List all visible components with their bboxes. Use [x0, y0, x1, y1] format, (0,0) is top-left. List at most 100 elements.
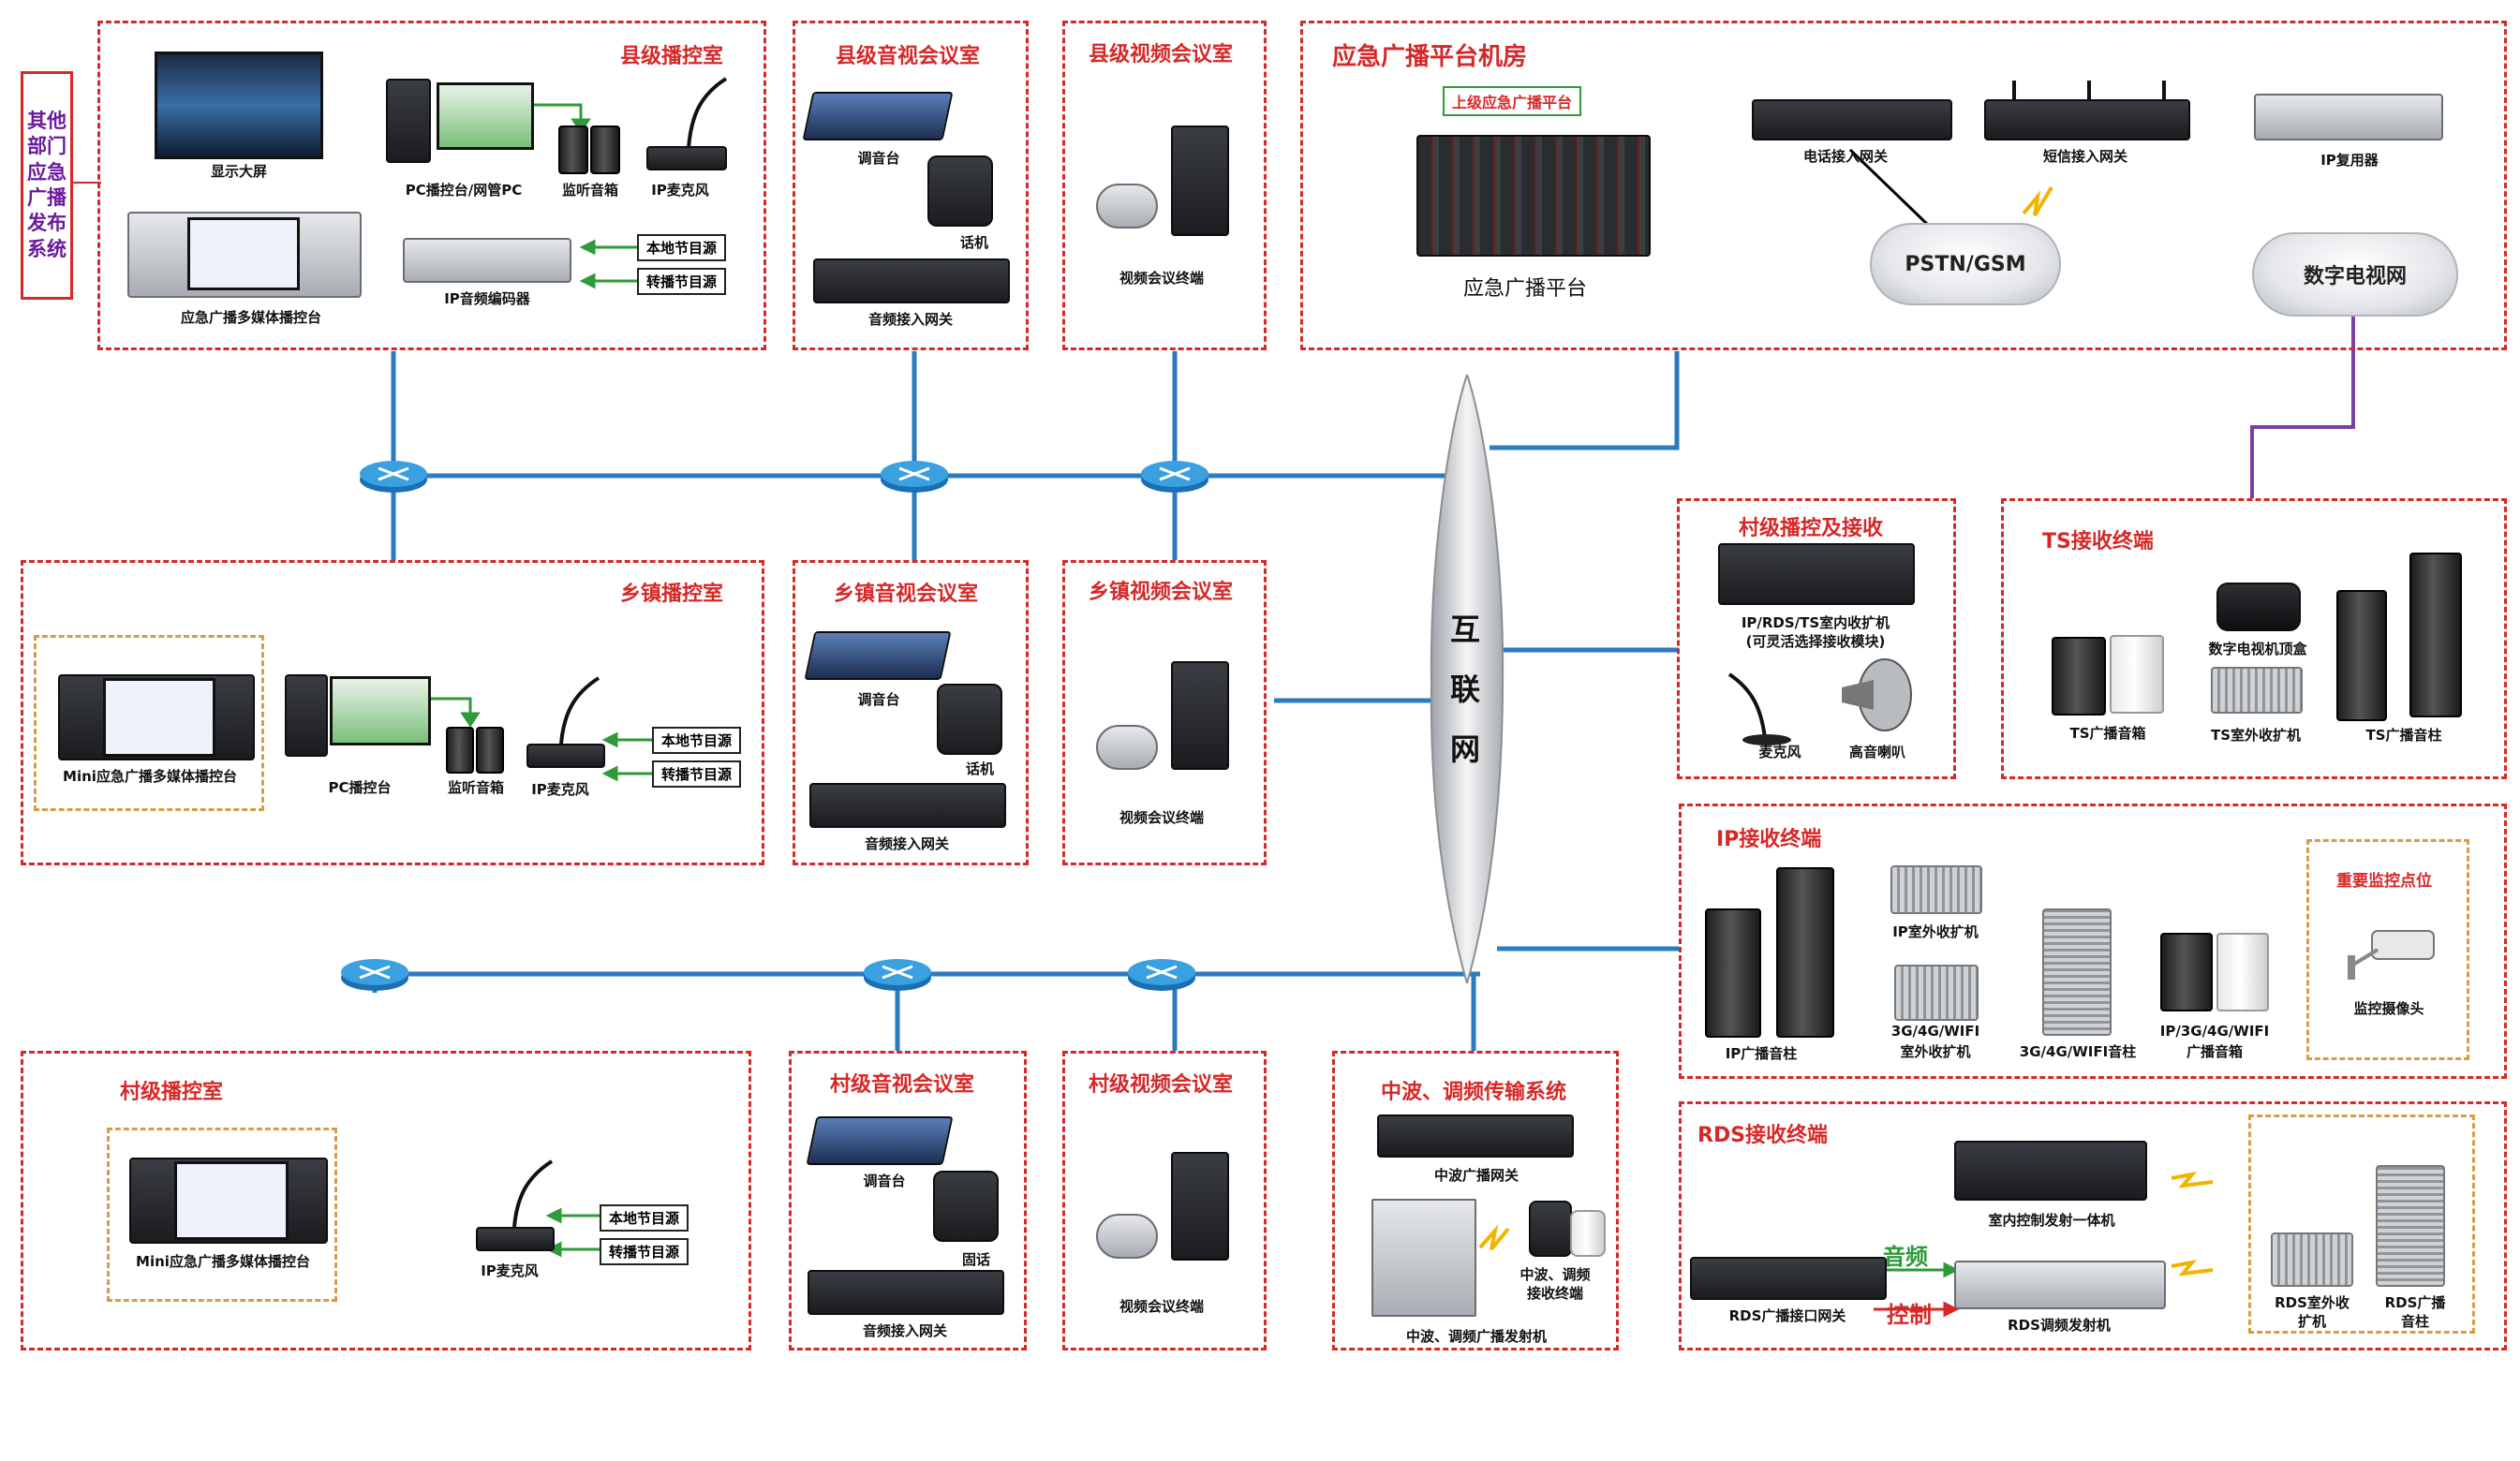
- video-unit: [1171, 1152, 1229, 1261]
- town-control-room: [21, 560, 764, 865]
- town-av-room: [793, 560, 1029, 865]
- rds-gateway-label: RDS广播接口网关: [1728, 1307, 1846, 1324]
- platform-rack: [1416, 135, 1651, 257]
- gateway-label: 音频接入网关: [862, 1322, 948, 1339]
- pc-tower: [386, 79, 431, 163]
- transmitter-label: 中波、调频广播发射机: [1405, 1328, 1548, 1345]
- indoor-tx: [1954, 1141, 2147, 1201]
- county-av-room: [793, 21, 1029, 350]
- mic-label: 麦克风: [1758, 744, 1801, 760]
- pc-monitor: [330, 676, 431, 745]
- fm-receiver-label-1: 中波、调频: [1519, 1266, 1591, 1283]
- display-wall: [155, 52, 323, 159]
- dtv-cloud: 数字电视网: [2252, 232, 2458, 317]
- mini-console-label: Mini应急广播多媒体播控台: [63, 768, 237, 785]
- town-room-title: 乡镇播控室: [620, 583, 724, 606]
- ts-terminal-title: TS接收终端: [2042, 530, 2154, 553]
- town-av-title: 乡镇音视会议室: [834, 583, 979, 606]
- mini-console-box: [34, 635, 264, 811]
- horn-label: 高音喇叭: [1848, 744, 1906, 760]
- ts-column: [2336, 590, 2387, 721]
- gateway-label: 音频接入网关: [867, 311, 954, 328]
- monitor-speaker: [558, 125, 588, 174]
- rds-outdoor: [2271, 1232, 2353, 1287]
- audio-gateway: [813, 258, 1010, 303]
- video-camera: [1096, 1214, 1158, 1259]
- g4-speaker-label-1: IP/3G/4G/WIFI: [2159, 1023, 2270, 1040]
- phone-gateway-label: 电话接入网关: [1802, 148, 1889, 165]
- router-icon: [360, 461, 427, 493]
- monitor-point-title: 重要监控点位: [2336, 872, 2432, 891]
- town-video-room: [1062, 560, 1267, 865]
- local-source: 本地节目源: [652, 727, 742, 754]
- expander-label-1: IP/RDS/TS室内收扩机: [1741, 614, 1890, 631]
- local-source: 本地节目源: [600, 1204, 689, 1232]
- g4-column: [2042, 908, 2112, 1036]
- village-video-title: 村级视频会议室: [1089, 1073, 1234, 1097]
- console-label: 应急广播多媒体播控台: [180, 309, 322, 326]
- ip-terminal-box: [1679, 804, 2507, 1079]
- pc-label: PC播控台: [328, 779, 392, 796]
- local-source: 本地节目源: [637, 234, 727, 261]
- display-wall-label: 显示大屏: [210, 163, 268, 180]
- gateway-label: 音频接入网关: [864, 835, 950, 852]
- monitor-speaker: [590, 125, 620, 174]
- platform-room-title: 应急广播平台机房: [1332, 43, 1528, 71]
- relay-source: 转播节目源: [600, 1238, 689, 1265]
- ip-mic-label: IP麦克风: [531, 781, 589, 798]
- stb-label: 数字电视机顶盒: [2208, 641, 2307, 657]
- ip-mic-label: IP麦克风: [481, 1262, 539, 1279]
- fm-receiver: [1529, 1201, 1572, 1257]
- ts-outdoor: [2211, 667, 2303, 714]
- fm-receiver-label-2: 接收终端: [1526, 1285, 1584, 1302]
- control-tag: 控制: [1887, 1302, 1932, 1328]
- relay-source: 转播节目源: [637, 268, 727, 295]
- phone: [927, 155, 993, 227]
- ts-column-label: TS广播音柱: [2365, 727, 2442, 744]
- g4-speaker-label-2: 广播音箱: [2186, 1043, 2244, 1060]
- fm-receiver: [1570, 1210, 1606, 1257]
- antenna-icon: [2012, 81, 2166, 101]
- video-terminal-label: 视频会议终端: [1119, 270, 1205, 287]
- mw-fm-system: [1332, 1051, 1619, 1350]
- rds-column: [2376, 1165, 2445, 1287]
- audio-gateway: [808, 1270, 1004, 1315]
- mic-icon: [512, 1159, 554, 1228]
- mixer-label: 调音台: [857, 150, 900, 167]
- village-av-room: [789, 1051, 1027, 1350]
- sms-gateway: [1984, 99, 2190, 140]
- mixer: [802, 92, 954, 140]
- ip-terminal-title: IP接收终端: [1716, 828, 1822, 851]
- encoder-label: IP音频编码器: [444, 290, 530, 307]
- ip-mic: [646, 146, 727, 170]
- internet-char: 联: [1450, 671, 1481, 707]
- mic-icon: [687, 77, 728, 149]
- camera-icon: [2348, 930, 2435, 980]
- router-icon: [1141, 461, 1208, 493]
- ip-audio-encoder: [403, 238, 571, 283]
- monitor-point-box: [2306, 839, 2469, 1060]
- rds-outdoor-label-1: RDS室外收: [2275, 1294, 2350, 1311]
- ip-mux-label: IP复用器: [2320, 152, 2379, 169]
- ip-outdoor: [1890, 865, 1982, 914]
- rds-fm-tx: [1954, 1261, 2166, 1309]
- other-dept-system: 其他部门应急广播发布系统: [21, 71, 73, 300]
- monitor-speaker: [476, 727, 504, 774]
- ip-mic: [476, 1227, 555, 1251]
- indoor-tx-label: 室内控制发射一体机: [1988, 1212, 2115, 1229]
- router-icon: [341, 959, 408, 991]
- village-video-room: [1062, 1051, 1267, 1350]
- ts-terminal-box: [2001, 498, 2507, 779]
- video-camera: [1096, 184, 1158, 229]
- router-icon: [881, 461, 948, 493]
- village-recv-title: 村级播控及接收: [1739, 517, 1884, 540]
- platform-label: 应急广播平台: [1462, 277, 1588, 301]
- village-room-title: 村级播控室: [120, 1081, 224, 1104]
- phone-label: 话机: [965, 760, 995, 777]
- ip-mux: [2254, 94, 2443, 140]
- set-top-box: [2216, 583, 2301, 631]
- audio-tag: 音频: [1883, 1244, 1928, 1270]
- g4-outdoor-label-2: 室外收扩机: [1900, 1043, 1971, 1060]
- county-video-title: 县级视频会议室: [1089, 43, 1234, 66]
- platform-room: [1300, 21, 2507, 350]
